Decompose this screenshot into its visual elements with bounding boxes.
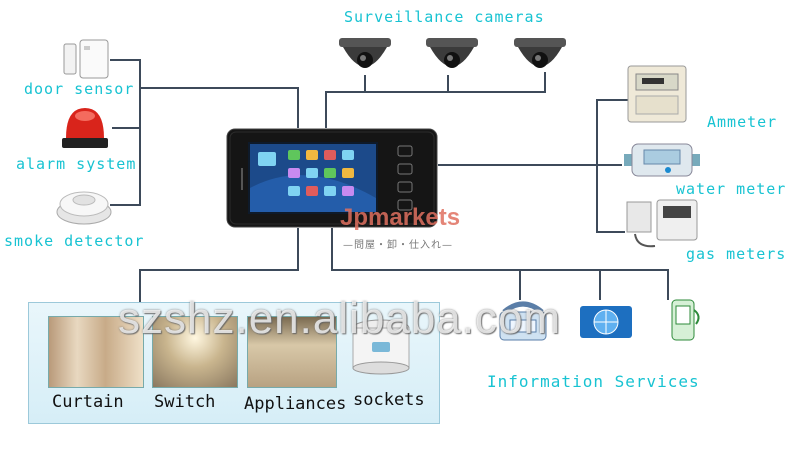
switch-caption: Switch — [154, 392, 216, 412]
camera-bus-wire — [325, 72, 546, 128]
socket-appliance-icon — [346, 316, 416, 380]
left-sensor-wire — [110, 59, 141, 206]
meter-wire-top — [438, 99, 630, 166]
switch-image — [152, 316, 238, 388]
alarm-system-label: alarm system — [16, 155, 137, 173]
door-sensor-label: door sensor — [24, 80, 135, 98]
sockets-caption: sockets — [353, 390, 425, 410]
water-meter-label: water meter — [676, 180, 787, 198]
appliances-caption: Appliances — [244, 394, 347, 414]
home-devices-wire — [139, 228, 299, 302]
alarm-light-icon — [60, 104, 110, 154]
jpmarkets-subtitle: —問屋・卸・仕入れ— — [343, 240, 453, 251]
info-drop-wires — [519, 270, 601, 300]
video-intercom-panel-icon — [226, 128, 438, 232]
water-meter-icon — [622, 138, 702, 186]
door-sensor-icon — [62, 38, 112, 84]
ammeter-icon — [626, 64, 688, 128]
curtain-caption: Curtain — [52, 392, 124, 412]
surveillance-cameras-label: Surveillance cameras — [344, 8, 545, 26]
smoke-detector-icon — [55, 182, 113, 230]
mobile-icon — [664, 296, 704, 348]
phone-icon — [496, 300, 550, 348]
curtain-image — [48, 316, 144, 388]
meter-wire-lower — [596, 164, 625, 233]
smoke-detector-label: smoke detector — [4, 232, 145, 250]
jpmarkets-watermark: Jpmarkets — [340, 204, 461, 231]
left-to-panel-wire — [140, 87, 299, 128]
gas-meter-icon — [625, 196, 701, 256]
dome-camera-icon — [512, 36, 568, 82]
alibaba-watermark: szshz.en.alibaba.com — [118, 294, 562, 343]
information-services-label: Information Services — [487, 372, 700, 391]
dome-camera-icon — [337, 36, 393, 82]
dome-camera-icon — [424, 36, 480, 82]
gas-meters-label: gas meters — [686, 245, 787, 263]
globe-icon — [578, 300, 634, 348]
ammeter-label: Ammeter — [707, 113, 778, 131]
info-services-wire — [331, 228, 669, 300]
camera-drop-wires — [364, 75, 449, 92]
appliances-image — [247, 316, 337, 388]
